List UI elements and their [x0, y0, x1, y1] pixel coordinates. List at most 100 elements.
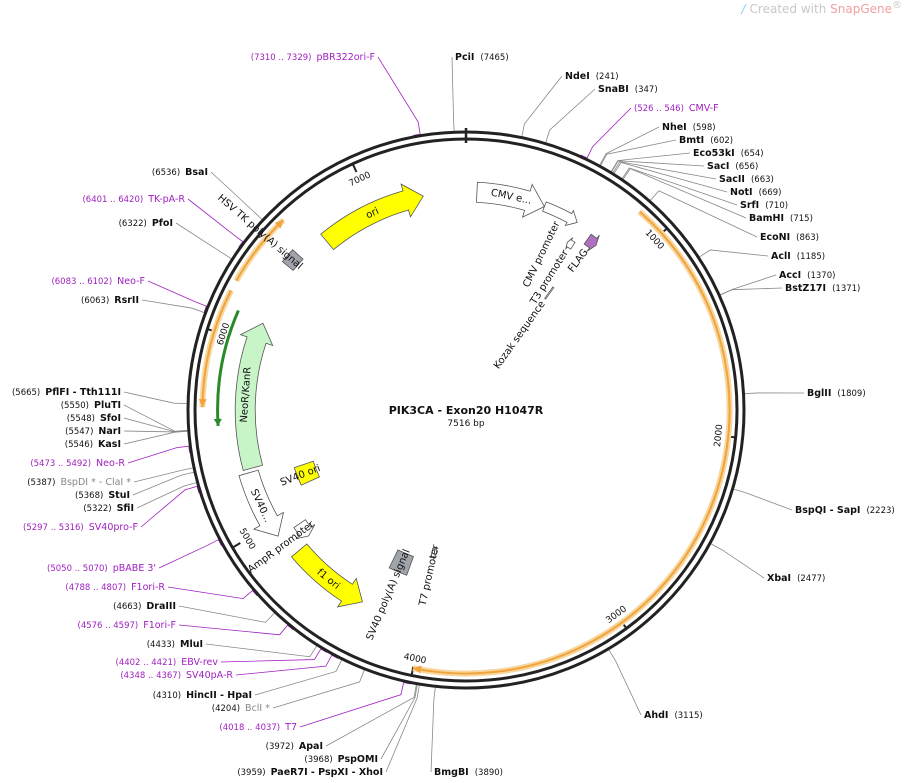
site-apai-leader	[325, 684, 417, 747]
snapgene-logo-icon: ∕	[741, 2, 746, 16]
site-bmti-label: BmtI(602)	[679, 135, 733, 146]
site-kasi-name: KasI	[98, 439, 121, 450]
site-pluti-name: PluTI	[94, 400, 121, 411]
pik3ca-orf-arc	[412, 210, 731, 675]
site-acci-label: AccI(1370)	[779, 270, 835, 281]
site-pcii-leader	[451, 56, 455, 132]
site-pbr322ori-f-name: pBR322ori-F	[316, 52, 375, 63]
site-nari-position: (5547)	[65, 427, 93, 437]
site-bspqi-sapi-label: BspQI - SapI (2223)	[795, 505, 895, 516]
site-rsrii-label: (6063)RsrII	[81, 295, 139, 306]
site-bstz17i-position: (1371)	[832, 284, 860, 294]
kozak-sequence-label: Kozak sequence	[492, 299, 548, 371]
site-draiii-position: (4663)	[113, 602, 141, 612]
site-rsrii-position: (6063)	[81, 296, 109, 306]
pik3ca-orf-glow	[412, 209, 733, 677]
site-neo-f-position: (6083 .. 6102)	[51, 277, 112, 287]
site-ahdi-leader	[608, 649, 642, 716]
site-nhei-leader	[599, 126, 660, 166]
site-bspdi-clai-leader	[133, 467, 194, 483]
neor-kanr-label: NeoR/KanR	[239, 366, 254, 423]
site-bspqi-sapi-name: BspQI - SapI	[795, 505, 860, 516]
site-ebv-rev-name: EBV-rev	[181, 657, 218, 668]
site-acli-leader	[699, 249, 769, 258]
f1-ori-feature	[290, 543, 363, 608]
site-ebv-rev-label: (4402 .. 4421)EBV-rev	[116, 657, 219, 668]
site-ahdi-label: AhdI(3115)	[644, 710, 703, 721]
site-econi-name: EcoNI	[760, 232, 790, 243]
site-econi-leader	[649, 190, 758, 238]
site-kasi-position: (5546)	[65, 440, 93, 450]
site-paer7i-pspxi-xhoi-label: (3959)PaeR7I - PspXI - XhoI	[237, 767, 383, 778]
site-hincii-hpai-name: HincII - HpaI	[186, 690, 252, 701]
hsv-tk-poly-a-signal-feature	[281, 249, 304, 271]
site-neo-r-name: Neo-R	[96, 458, 125, 469]
site-bspqi-sapi-position: (2223)	[866, 506, 894, 516]
plasmid-title: PIK3CA - Exon20 H1047R	[389, 404, 544, 417]
site-t7-leader	[299, 681, 405, 728]
site-draiii-label: (4663)DraIII	[113, 601, 176, 612]
site-srfi-label: SrfI(710)	[740, 200, 788, 211]
site-sfii-leader	[136, 482, 197, 509]
site-mlui-name: MluI	[180, 639, 203, 650]
site-mlui-label: (4433)MluI	[147, 639, 203, 650]
site-bamhi-label: BamHI(715)	[749, 213, 813, 224]
site-saci-leader	[611, 160, 705, 173]
site-ahdi-position: (3115)	[674, 711, 702, 721]
site-bsai-leader	[210, 171, 263, 220]
site-bcli-name: BclI *	[245, 703, 270, 714]
site-saci-position: (656)	[735, 162, 758, 172]
site-pspomi-leader	[380, 684, 418, 760]
site-pbr322ori-f-position: (7310 .. 7329)	[251, 53, 312, 63]
tick-label: 2000	[713, 424, 725, 448]
site-pbabe-3-leader	[158, 539, 220, 569]
site-econi-label: EcoNI(863)	[760, 232, 819, 243]
orange-lower-arc	[201, 290, 232, 408]
site-pcii-position: (7465)	[480, 53, 508, 63]
site-stui-position: (5368)	[75, 491, 103, 501]
site-srfi-position: (710)	[765, 201, 788, 211]
site-paer7i-pspxi-xhoi-leader	[385, 685, 420, 773]
tick-label: 5000	[237, 527, 257, 552]
site-bstz17i-name: BstZ17I	[785, 283, 826, 294]
site-bspdi-clai-name: BspDI * - ClaI *	[60, 477, 131, 488]
site-hincii-hpai-label: (4310) HincII - HpaI	[153, 690, 252, 701]
sv40-poly-a-signal-label: SV40 poly(A) signal	[365, 548, 413, 642]
site-kasi-label: (5546) KasI	[65, 439, 121, 450]
site-bglii-position: (1809)	[837, 389, 865, 399]
site-pspomi-position: (3968)	[304, 755, 332, 765]
site-hincii-hpai-position: (4310)	[153, 691, 181, 701]
site-neo-f-label: (6083 .. 6102)Neo-F	[51, 276, 145, 287]
site-apai-position: (3972)	[266, 742, 294, 752]
site-bsai-label: (6536)BsaI	[152, 167, 208, 178]
site-pcii-name: PciI	[455, 52, 474, 63]
site-acli-label: AclI(1185)	[771, 251, 825, 262]
site-sfoi-leader	[123, 417, 188, 433]
site-neo-f-leader	[147, 280, 208, 307]
site-nhei-label: NheI(598)	[662, 122, 716, 133]
site-f1ori-r-label: (4788 .. 4807)F1ori-R	[65, 582, 165, 593]
site-mlui-leader	[205, 643, 318, 658]
site-ndei-name: NdeI	[565, 71, 590, 82]
site-pflfi-tth111i-label: (5665)PflFI - Tth111I	[12, 387, 121, 398]
site-sv40pa-r-label: (4348 .. 4367)SV40pA-R	[120, 670, 233, 681]
site-eco53ki-position: (654)	[741, 149, 764, 159]
site-sacii-label: SacII(663)	[719, 174, 774, 185]
site-tk-pa-r-label: (6401 .. 6420)TK-pA-R	[82, 194, 185, 205]
site-sv40pro-f-leader	[140, 485, 198, 528]
site-draiii-leader	[178, 605, 275, 623]
site-bglii-name: BglII	[807, 388, 831, 399]
site-pluti-position: (5550)	[61, 401, 89, 411]
site-ndei-position: (241)	[596, 72, 619, 82]
plasmid-length: 7516 bp	[447, 419, 484, 429]
site-pbabe-3-position: (5050 .. 5070)	[47, 564, 108, 574]
site-bmgbi-name: BmgBI	[434, 767, 469, 778]
site-sfii-name: SfiI	[117, 503, 134, 514]
site-t7-label: (4018 .. 4037)T7	[219, 722, 297, 733]
site-bmgbi-leader	[430, 687, 436, 773]
site-bcli-leader	[272, 669, 365, 709]
kozak-sequence-feature	[544, 286, 555, 300]
site-apai-label: (3972)ApaI	[266, 741, 323, 752]
site-sv40pro-f-position: (5297 .. 5316)	[23, 523, 84, 533]
site-neo-r-leader	[127, 445, 190, 464]
